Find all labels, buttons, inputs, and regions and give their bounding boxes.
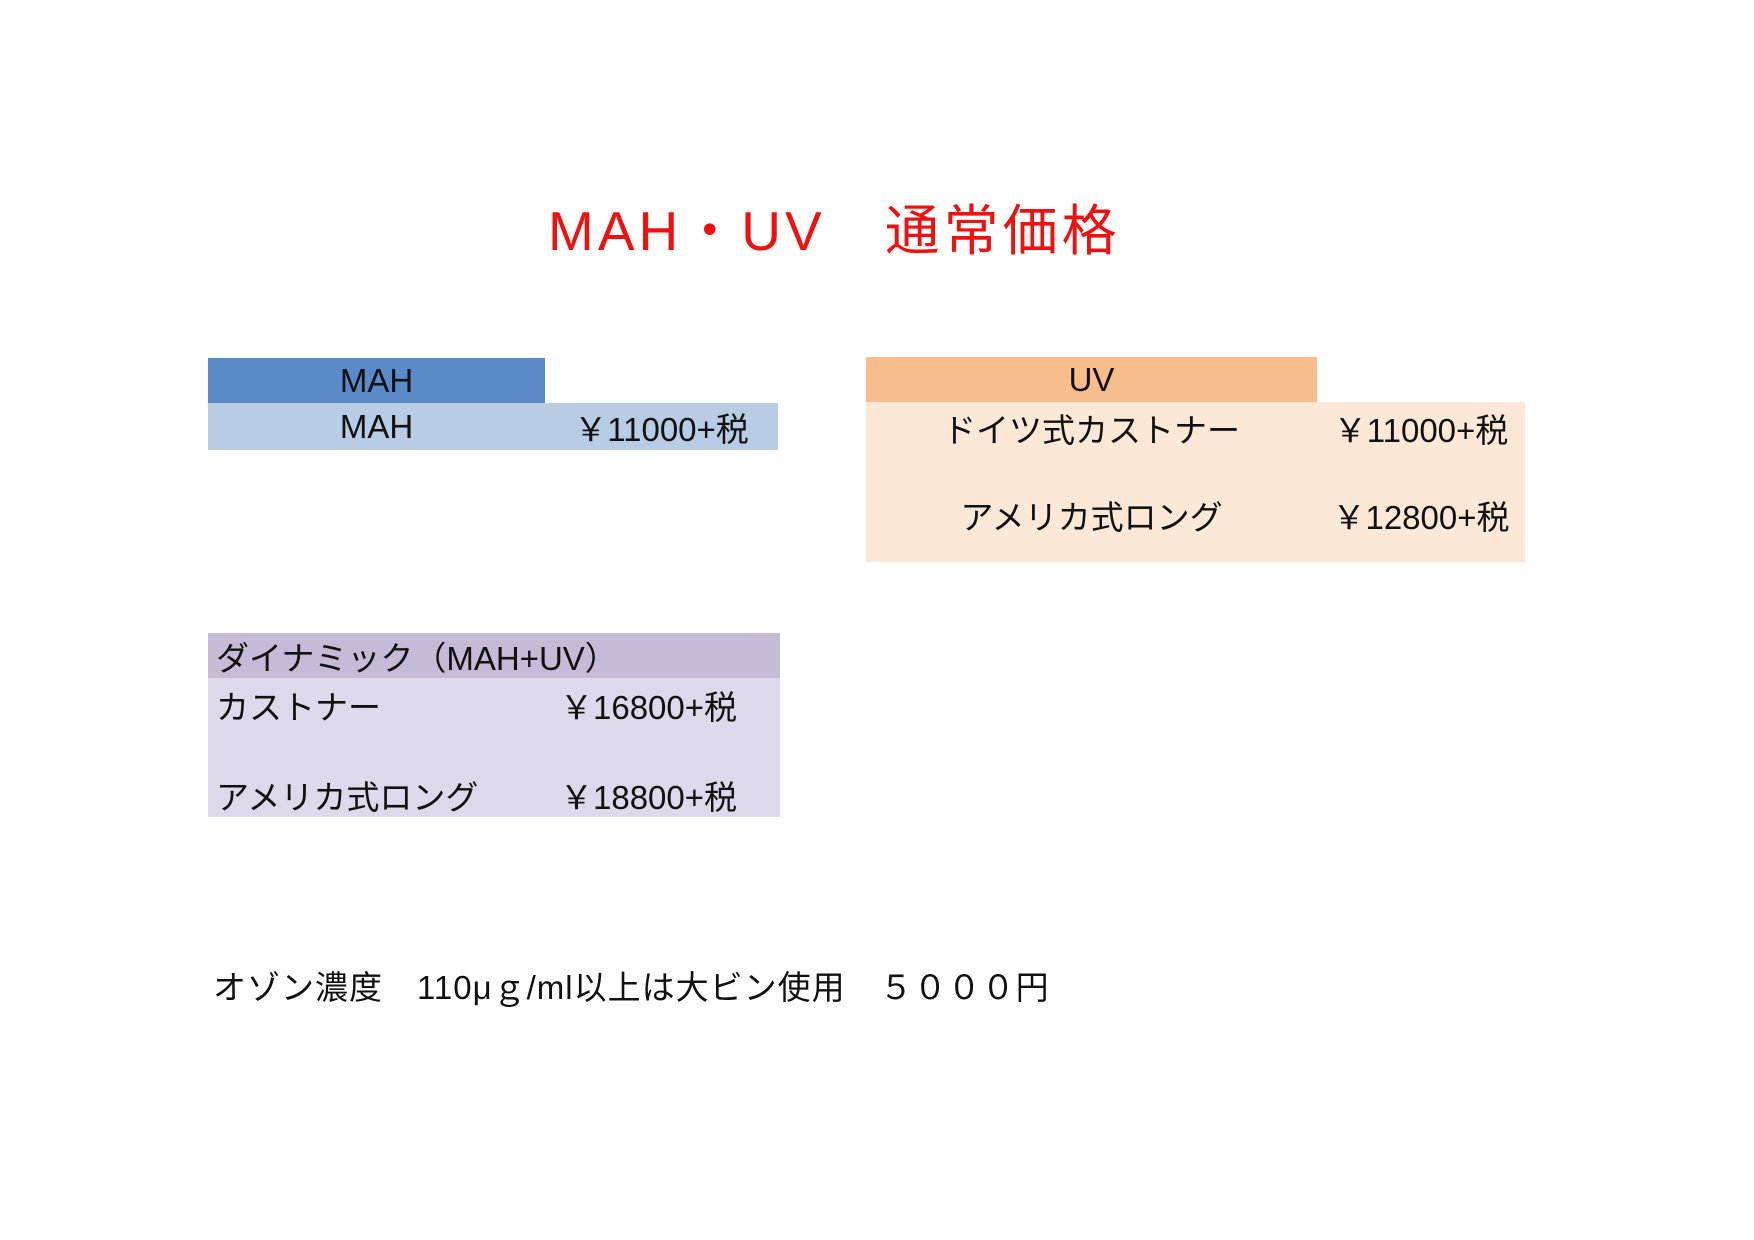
mah-table: MAH MAH ￥11000+税 (208, 358, 778, 450)
uv-table-header: UV (866, 357, 1317, 402)
dynamic-row-name: アメリカ式ロング (216, 779, 479, 816)
uv-table-row: アメリカ式ロング ￥12800+税 (866, 495, 1525, 536)
uv-row-name: ドイツ式カストナー (943, 412, 1240, 449)
ozone-note: オゾン濃度 110μｇ/ml以上は大ビン使用 ５０００円 (213, 969, 1050, 1006)
dynamic-table-row: カストナー ￥16800+税 (208, 685, 780, 726)
mah-row-price: ￥11000+税 (574, 410, 749, 448)
mah-table-row: MAH ￥11000+税 (208, 403, 778, 450)
uv-table-row: ドイツ式カストナー ￥11000+税 (866, 408, 1525, 449)
page-title: MAH・UV 通常価格 (548, 200, 1121, 262)
dynamic-row-price: ￥16800+税 (560, 689, 738, 726)
uv-row-price: ￥12800+税 (1332, 499, 1510, 536)
dynamic-table-header: ダイナミック（MAH+UV） (208, 633, 780, 678)
uv-row-name: アメリカ式ロング (960, 499, 1223, 536)
dynamic-row-name: カストナー (216, 689, 381, 726)
mah-table-header: MAH (208, 358, 545, 403)
dynamic-table: ダイナミック（MAH+UV） カストナー ￥16800+税 アメリカ式ロング ￥… (208, 633, 780, 817)
dynamic-table-row: アメリカ式ロング ￥18800+税 (208, 775, 780, 816)
uv-table-body: ドイツ式カストナー ￥11000+税 アメリカ式ロング ￥12800+税 (866, 402, 1525, 562)
uv-table: UV ドイツ式カストナー ￥11000+税 アメリカ式ロング ￥12800+税 (866, 357, 1525, 562)
dynamic-row-price: ￥18800+税 (560, 779, 738, 816)
dynamic-table-body: カストナー ￥16800+税 アメリカ式ロング ￥18800+税 (208, 678, 780, 817)
uv-row-price: ￥11000+税 (1333, 412, 1509, 449)
mah-row-name: MAH (339, 407, 414, 445)
